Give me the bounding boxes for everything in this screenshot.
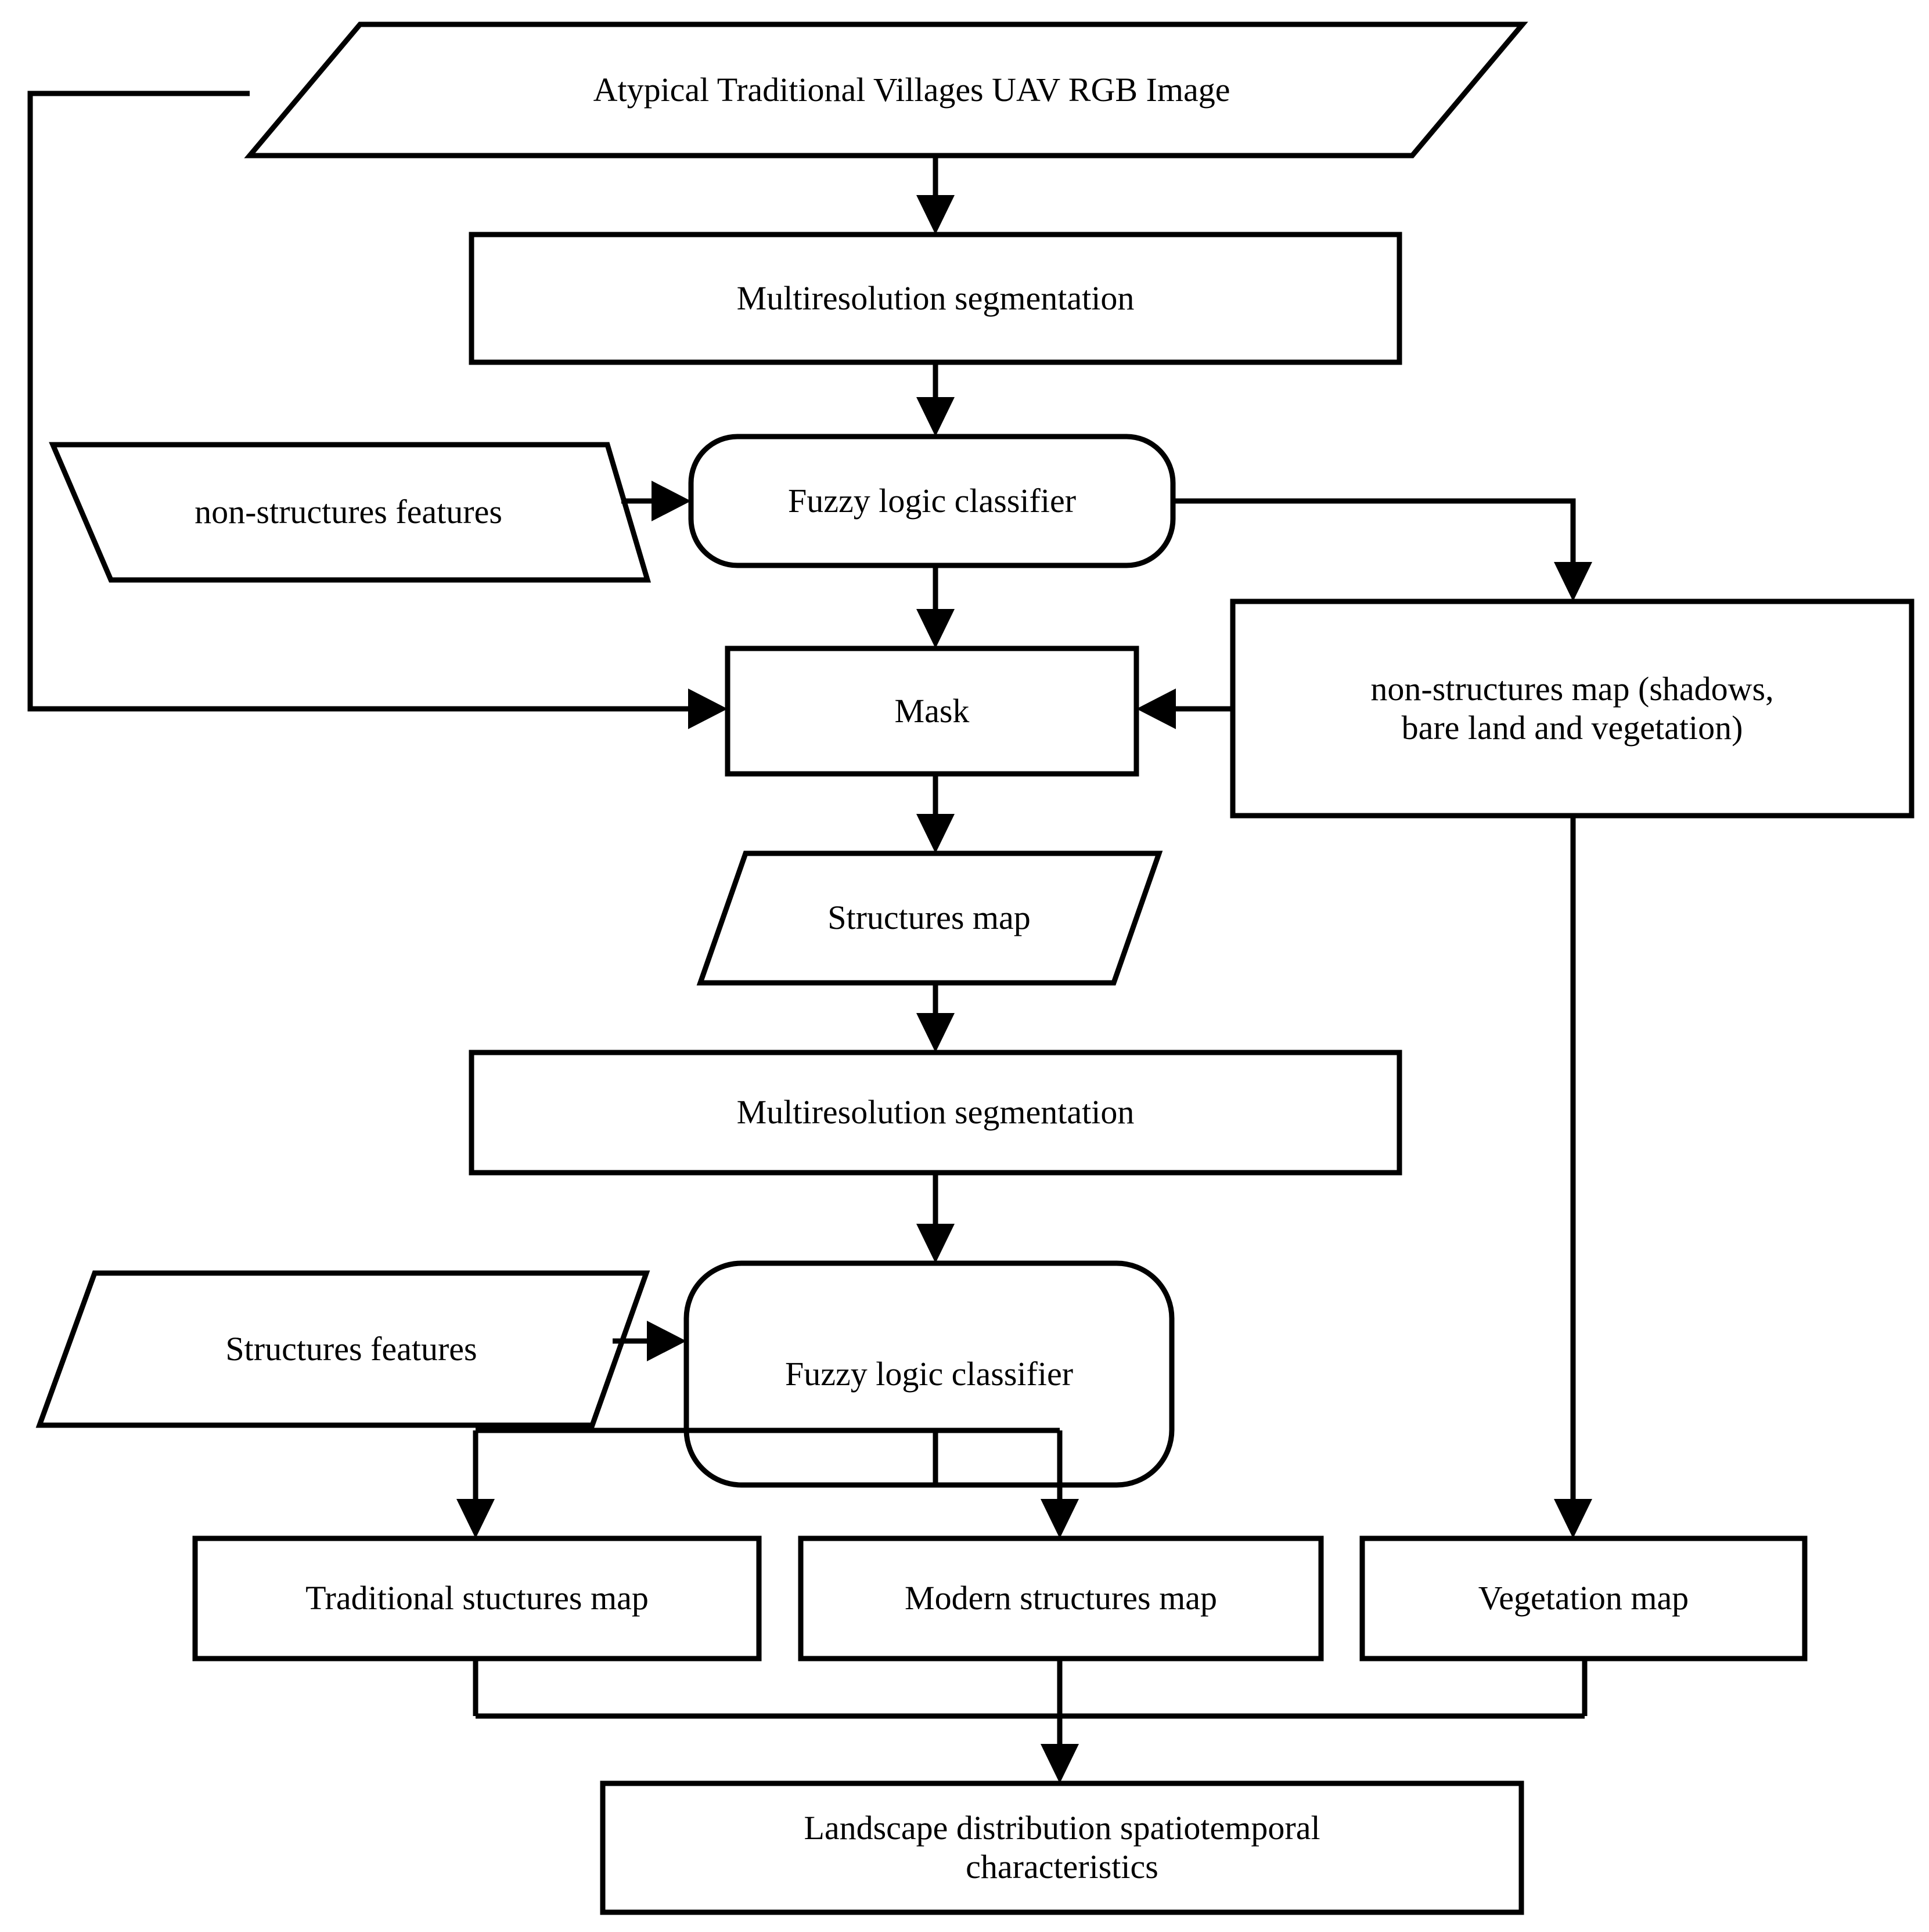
node-traditional-map-label: Traditional stuctures map [305,1579,649,1617]
edge-mask-to-structuresmap-arrowhead [916,814,955,853]
edge-structuresmap-to-seg2-arrowhead [916,1013,955,1052]
node-mask-shape [725,646,1139,777]
edge-fuzzy1-to-nsmap-arrowhead [1554,562,1592,601]
edge-input-to-mask-feedback [27,91,699,712]
node-nonstructures-features-label: non-structures features [195,493,502,531]
node-landscape-label-line1: Landscape distribution spatiotemporal [804,1809,1320,1847]
node-seg2-label: Multiresolution segmentation [736,1093,1135,1131]
node-structures-features-label: Structures features [225,1329,477,1368]
node-seg1-label: Multiresolution segmentation [736,279,1135,317]
node-vegetation-map-label: Vegetation map [1478,1579,1689,1617]
edge-input-to-seg1-arrowhead [916,195,955,235]
edge-fuzzy2-to-modern-arrowhead [1041,1499,1079,1538]
node-nonstructures-features-shape [49,442,652,583]
edge-fuzzy2-to-traditional-arrowhead [456,1499,495,1538]
node-nonstructures-map-label: non-structures map (shadows, bare land a… [1233,601,1912,816]
node-fuzzy2-label: Fuzzy logic classifier [784,1354,1074,1393]
edge-nsmap-to-mask-arrowhead [1136,689,1176,729]
node-fuzzy1-label: Fuzzy logic classifier [787,481,1077,520]
node-nonstructures-map-label-line1: non-structures map (shadows, [1370,669,1774,708]
edge-fuzzy1-to-nsmap [1173,498,1576,582]
node-landscape-shape [600,1780,1524,1915]
node-structures-map-shape [696,850,1163,986]
edge-seg1-to-fuzzy1-arrowhead [916,397,955,437]
node-seg2-shape [469,1050,1402,1176]
node-structures-map-label: Structures map [827,899,1031,937]
edge-fuzzy1-to-mask-arrowhead [916,609,955,648]
node-landscape-label: Landscape distribution spatiotemporal ch… [603,1783,1521,1912]
node-traditional-map-shape [192,1535,762,1661]
node-landscape-label-line2: characteristics [966,1848,1158,1886]
node-modern-map-shape [798,1535,1324,1661]
node-nonstructures-map-label-line2: bare land and vegetation) [1401,708,1743,747]
edge-sfeat-to-fuzzy2-arrowhead [647,1321,686,1361]
edge-seg2-to-fuzzy2-arrowhead [916,1224,955,1263]
node-input-image-label: Atypical Traditional Villages UAV RGB Im… [593,70,1230,109]
edge-nsmap-to-vegetation-arrowhead [1554,1499,1592,1538]
node-mask-label: Mask [894,691,970,730]
node-structures-features-shape [35,1270,650,1428]
node-seg1-shape [469,232,1402,365]
node-input-image-shape [244,21,1528,158]
edge-nsfeat-to-fuzzy1-arrowhead [652,481,691,521]
edge-merge-to-landscape-arrowhead [1041,1744,1079,1783]
edge-input-to-mask-feedback-arrowhead [688,689,728,729]
node-modern-map-label: Modern structures map [905,1579,1217,1617]
